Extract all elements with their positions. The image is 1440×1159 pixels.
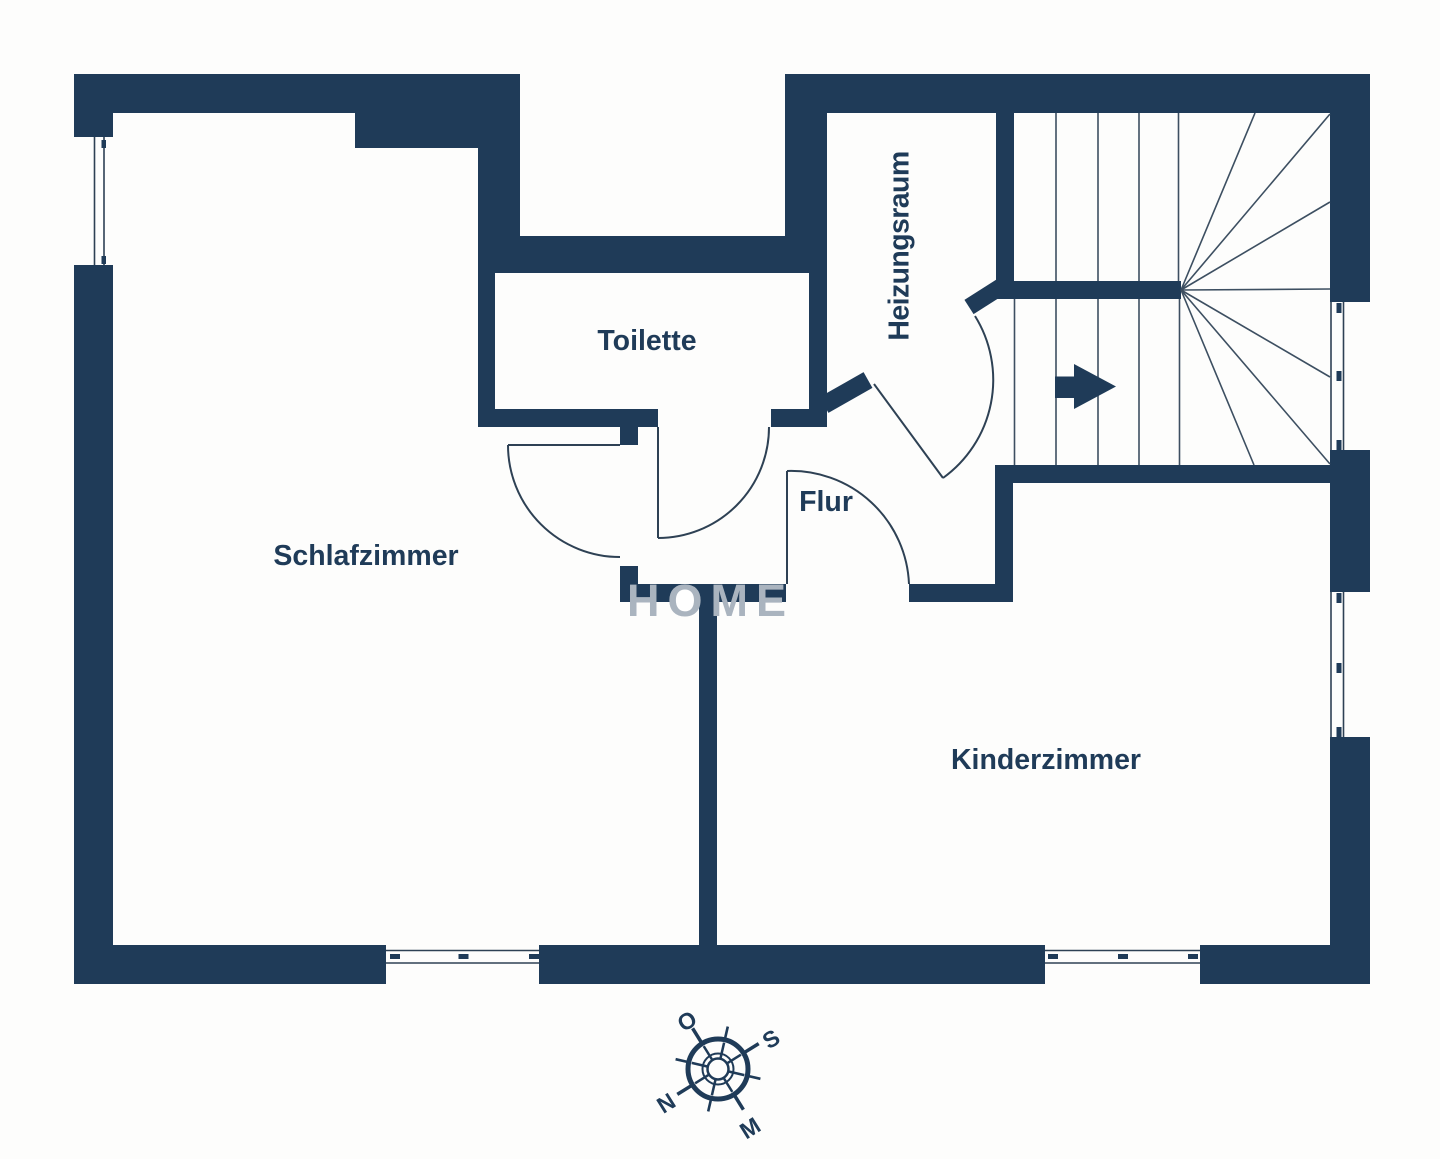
svg-text:Schlafzimmer: Schlafzimmer xyxy=(273,540,458,572)
svg-text:Flur: Flur xyxy=(799,486,853,518)
svg-text:Kinderzimmer: Kinderzimmer xyxy=(951,744,1141,776)
svg-text:Heizungsraum: Heizungsraum xyxy=(884,151,916,340)
svg-text:HOME: HOME xyxy=(627,575,794,626)
svg-text:Toilette: Toilette xyxy=(597,325,696,357)
